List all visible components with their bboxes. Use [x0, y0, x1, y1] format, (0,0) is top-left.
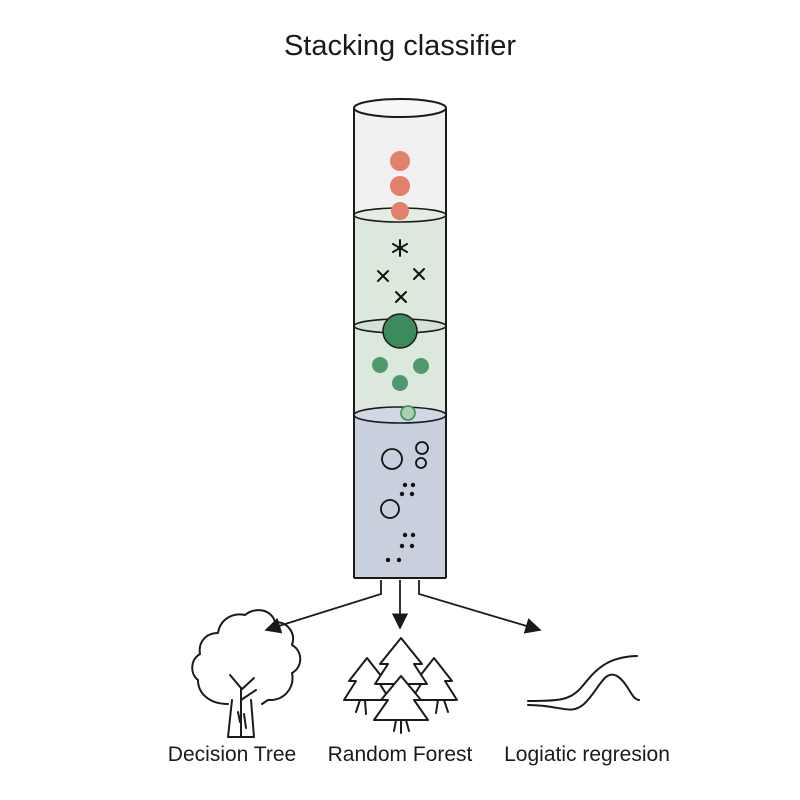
tube-layer-lower-middle — [354, 326, 446, 415]
top-layer-markers — [390, 151, 410, 220]
arrow-to-logistic-regression — [418, 580, 542, 634]
tube-rim — [353, 98, 447, 118]
asterisk-marker — [392, 239, 408, 257]
model-label-logistic-regression: Logiatic regresion — [504, 743, 670, 766]
arrow-to-decision-tree — [264, 580, 382, 634]
output-arrows — [264, 580, 542, 634]
bottom-layer-markers — [380, 441, 429, 563]
deciduous-tree-icon — [191, 609, 302, 738]
cross-marker — [377, 270, 389, 282]
model-label-random-forest: Random Forest — [327, 743, 473, 766]
pine-forest-icon — [343, 637, 458, 734]
cross-marker — [395, 291, 407, 303]
tube-layer-upper-middle — [354, 215, 446, 326]
layer-boundary-3 — [353, 406, 447, 424]
upper-middle-markers — [377, 239, 425, 303]
diagram-title: Stacking classifier — [283, 30, 517, 62]
model-label-decision-tree: Decision Tree — [167, 743, 297, 766]
stacking-tube — [353, 98, 447, 579]
tube-layer-bottom — [354, 415, 446, 578]
lower-middle-markers — [372, 313, 429, 421]
sigmoid-curve-icon — [527, 655, 640, 711]
cross-marker — [413, 268, 425, 280]
